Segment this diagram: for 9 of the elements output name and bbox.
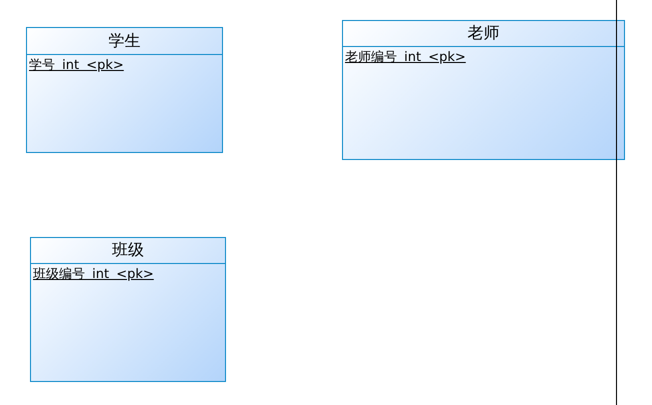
entity-name: 班级 [112,240,144,261]
attribute-text: 学号 int <pk> [29,57,124,74]
entity-table [30,237,226,382]
attribute-text: 班级编号 int <pk> [33,266,154,283]
attribute-text: 老师编号 int <pk> [345,49,466,66]
entity-name: 学生 [108,30,140,52]
entity-table [342,20,625,160]
entity-table [26,27,223,153]
entity-name: 老师 [468,23,500,44]
